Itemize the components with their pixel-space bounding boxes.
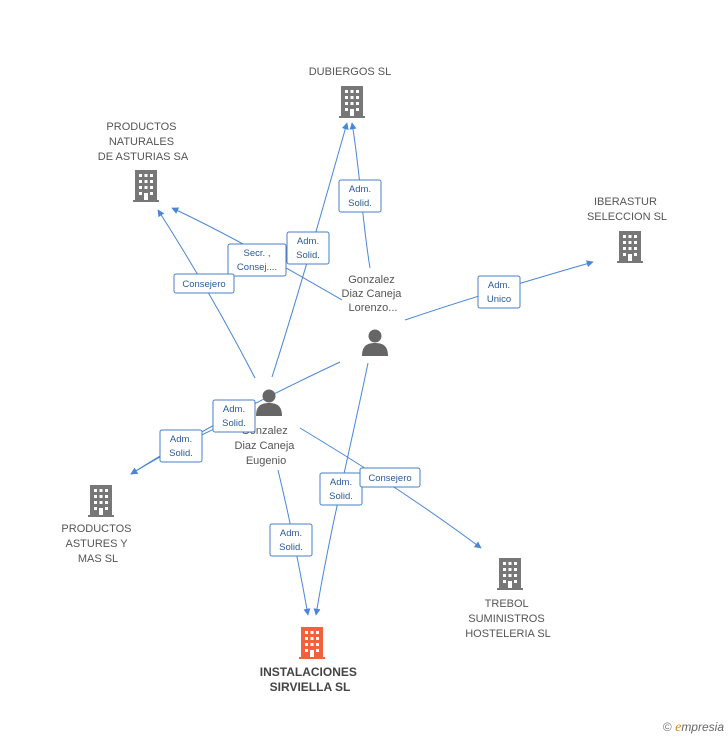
brand-logo-text: mpresia <box>681 720 724 734</box>
svg-text:Solid.: Solid. <box>296 250 320 261</box>
person-icon <box>256 389 282 416</box>
company-label-instalaciones[interactable]: INSTALACIONES SIRVIELLA SL <box>260 665 360 694</box>
svg-text:Consejero: Consejero <box>368 473 411 484</box>
company-label-iberastur[interactable]: IBERASTUR SELECCION SL <box>587 196 667 223</box>
edge-label-eugenio-naturales[interactable]: Consejero <box>173 273 235 294</box>
edge-label-lorenzo-dubiergos[interactable]: Adm. Solid. <box>338 179 382 213</box>
company-node-productos-astures[interactable] <box>88 485 114 517</box>
svg-text:Solid.: Solid. <box>348 198 372 209</box>
svg-text:Unico: Unico <box>487 294 511 305</box>
edge-label-lorenzo-astures[interactable]: Adm. Solid. <box>212 399 256 433</box>
building-icon <box>133 170 159 202</box>
building-icon <box>88 485 114 517</box>
svg-text:Adm.: Adm. <box>349 184 371 195</box>
building-icon <box>617 231 643 263</box>
edge-label-lorenzo-iberastur[interactable]: Adm. Unico <box>477 275 521 309</box>
building-icon <box>339 86 365 118</box>
company-label-trebol[interactable]: TREBOL SUMINISTROS HOSTELERIA SL <box>465 598 551 640</box>
company-label-productos-naturales[interactable]: PRODUCTOS NATURALES DE ASTURIAS SA <box>98 121 189 163</box>
company-node-instalaciones[interactable] <box>299 627 325 659</box>
svg-text:Adm.: Adm. <box>170 434 192 445</box>
edge-label-eugenio-instalaciones[interactable]: Adm. Solid. <box>269 523 313 557</box>
edge-label-eugenio-trebol[interactable]: Consejero <box>359 467 421 488</box>
svg-text:Secr. ,: Secr. , <box>244 248 271 259</box>
svg-text:Consejero: Consejero <box>182 279 225 290</box>
company-node-iberastur[interactable] <box>617 231 643 263</box>
building-icon <box>497 558 523 590</box>
edge-label-eugenio-dubiergos[interactable]: Adm. Solid. <box>286 231 330 265</box>
footer-credit: © empresia <box>663 720 724 736</box>
svg-text:Adm.: Adm. <box>488 280 510 291</box>
copyright-icon: © <box>662 720 672 734</box>
building-icon <box>299 627 325 659</box>
edge-line-eugenio-naturales <box>157 209 256 379</box>
svg-text:Adm.: Adm. <box>223 404 245 415</box>
edge-line-eugenio-trebol <box>299 427 482 549</box>
company-label-productos-astures[interactable]: PRODUCTOS ASTURES Y MAS SL <box>61 523 134 565</box>
person-node-eugenio[interactable] <box>256 389 282 417</box>
company-label-dubiergos[interactable]: DUBIERGOS SL <box>309 66 392 78</box>
brand-logo-initial: e <box>675 720 682 735</box>
svg-text:Solid.: Solid. <box>279 542 303 553</box>
company-node-dubiergos[interactable] <box>339 86 365 118</box>
svg-text:Adm.: Adm. <box>297 236 319 247</box>
svg-text:Solid.: Solid. <box>169 448 193 459</box>
svg-text:Solid.: Solid. <box>222 418 246 429</box>
svg-text:Solid.: Solid. <box>329 491 353 502</box>
svg-text:Adm.: Adm. <box>280 528 302 539</box>
edge-label-lorenzo-naturales[interactable]: Secr. , Consej.... <box>227 243 287 277</box>
person-label-eugenio[interactable]: Gonzalez Diaz Caneja Eugenio <box>235 425 298 467</box>
person-label-lorenzo[interactable]: Gonzalez Diaz Caneja Lorenzo... <box>342 274 405 314</box>
person-icon <box>362 329 388 356</box>
svg-text:Consej....: Consej.... <box>237 262 277 273</box>
edge-label-eugenio-astures[interactable]: Adm. Solid. <box>159 429 203 463</box>
edge-label-lorenzo-instalaciones[interactable]: Adm. Solid. <box>319 472 363 506</box>
person-node-lorenzo[interactable] <box>362 329 388 357</box>
company-node-trebol[interactable] <box>497 558 523 590</box>
svg-text:Adm.: Adm. <box>330 477 352 488</box>
company-node-productos-naturales[interactable] <box>133 170 159 202</box>
